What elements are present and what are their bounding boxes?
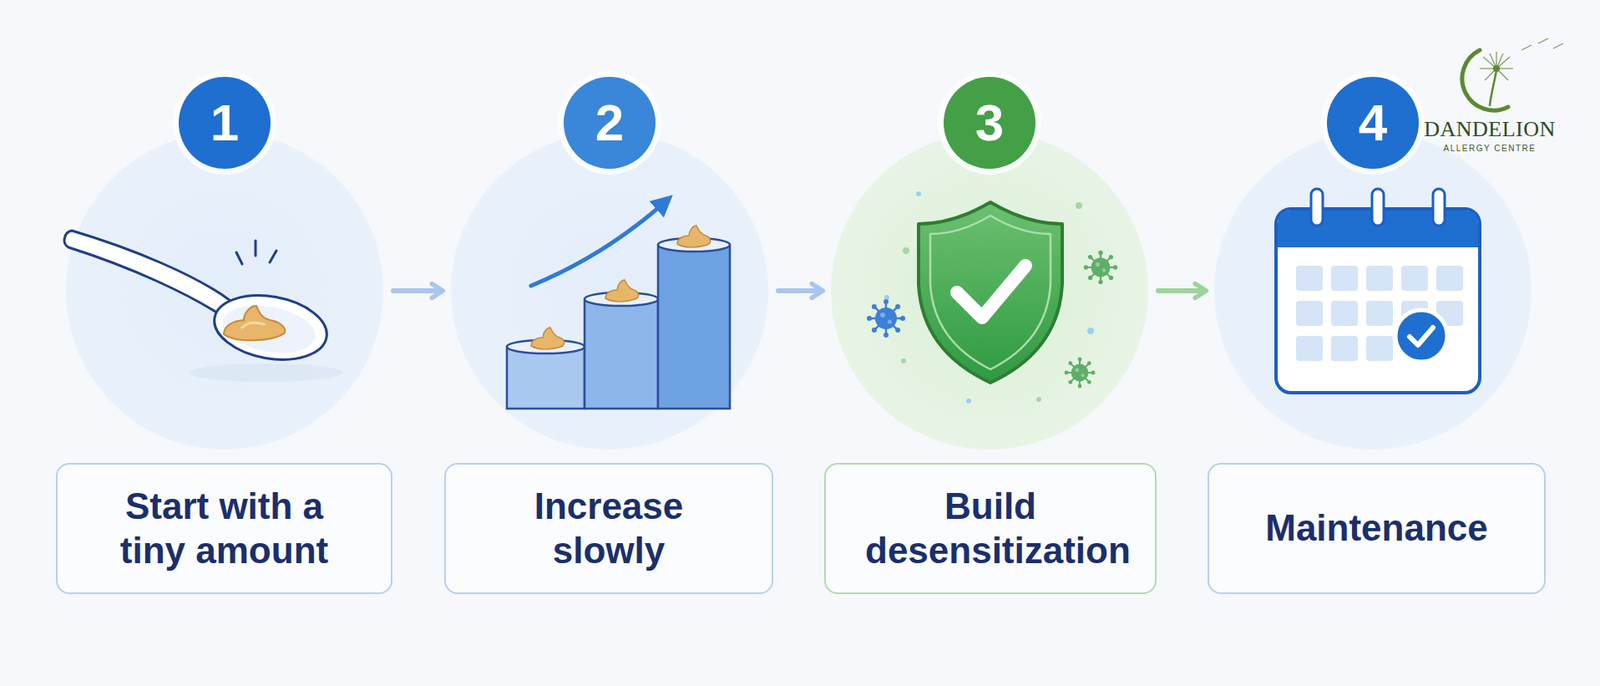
step-number: 1 xyxy=(178,76,271,169)
step-circle: 2 xyxy=(450,131,769,450)
step-number: 3 xyxy=(943,76,1036,169)
step-circle: 4 xyxy=(1214,131,1532,450)
step-label-box: Increase slowly xyxy=(444,462,774,594)
step-label: Maintenance xyxy=(1265,506,1489,551)
flow-arrow xyxy=(778,288,821,294)
flow-arrow xyxy=(1158,288,1205,294)
step-circle: 3 xyxy=(830,131,1149,450)
logo-stem xyxy=(1489,70,1497,106)
logo-name: DANDELION xyxy=(1406,116,1574,142)
step-label: Increase slowly xyxy=(483,484,735,573)
step-number: 4 xyxy=(1326,76,1419,169)
logo-arc xyxy=(1462,50,1509,111)
step-label-box: Start with a tiny amount xyxy=(55,462,393,594)
logo-center xyxy=(1493,65,1500,72)
step-label-box: Maintenance xyxy=(1207,462,1546,594)
step-circle: 1 xyxy=(65,131,384,450)
step-number: 2 xyxy=(563,76,656,169)
logo-mark xyxy=(1462,38,1564,111)
step-label: Build desensitization xyxy=(865,484,1116,573)
logo-seedhead xyxy=(1479,38,1564,81)
logo-subtitle: ALLERGY CENTRE xyxy=(1406,143,1574,153)
step-label-box: Build desensitization xyxy=(824,462,1157,594)
step-label: Start with a tiny amount xyxy=(99,484,350,573)
flow-arrow xyxy=(393,288,441,294)
